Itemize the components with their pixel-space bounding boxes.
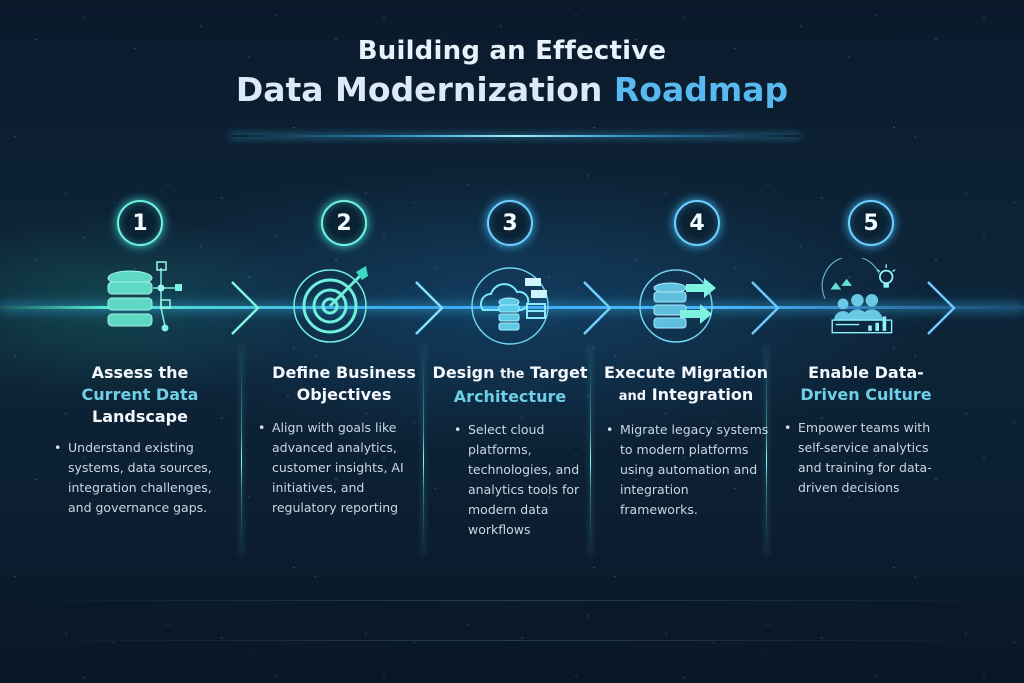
chevron-right-icon	[415, 281, 444, 335]
step-number-badge: 2	[321, 200, 367, 246]
title-line-2: Data Modernization Roadmap	[0, 70, 1024, 109]
step-number-badge: 1	[117, 200, 163, 246]
step-number-badge: 3	[487, 200, 533, 246]
title-line-1: Building an Effective	[357, 36, 667, 66]
chevron-right-icon	[231, 281, 260, 335]
page-title: Building an Effective Data Modernization…	[0, 36, 1024, 109]
step-title: Define Business Objectives	[272, 363, 416, 404]
step-number-badge: 4	[674, 200, 720, 246]
database-network-icon	[107, 261, 182, 332]
team-insights-icon	[821, 258, 896, 334]
chevron-right-icon	[583, 281, 612, 335]
database-migration-icon	[639, 269, 716, 343]
step-title: Execute Migration and Integration	[603, 363, 769, 404]
step-description: Migrate legacy systems to modern platfor…	[606, 420, 770, 520]
roadmap-step-3: 3 Design the Target Architecture Select …	[420, 0, 600, 683]
title-main: Data Modernization	[235, 70, 603, 109]
target-arrow-icon	[293, 266, 368, 343]
title-accent: Roadmap	[613, 70, 789, 109]
roadmap-step-2: 2 Define Business Objectives Align with …	[254, 0, 434, 683]
roadmap-step-4: 4 Execute Migration and Integration Migr…	[596, 0, 776, 683]
title-underline	[230, 135, 800, 137]
roadmap-step-5: 5 Enable Data- Driven Culture Empower te…	[776, 0, 956, 683]
step-title: Enable Data- Driven Culture	[800, 363, 932, 404]
step-description: Align with goals like advanced analytics…	[258, 418, 428, 518]
step-description: Select cloud platforms, technologies, an…	[454, 420, 594, 540]
grid-line	[0, 600, 1024, 601]
step-description: Understand existing systems, data source…	[54, 438, 224, 518]
chevron-right-icon	[927, 281, 956, 335]
step-title: Design the Target Architecture	[432, 363, 588, 406]
grid-line	[0, 640, 1024, 641]
step-title: Assess the Current Data Landscape	[81, 363, 199, 426]
roadmap-step-1: 1 Assess the Current Data Landscape Unde…	[50, 0, 230, 683]
chevron-right-icon	[751, 281, 780, 335]
step-number-badge: 5	[848, 200, 894, 246]
step-description: Empower teams with self-service analytic…	[784, 418, 946, 498]
cloud-architecture-icon	[471, 267, 549, 345]
step-divider	[241, 345, 242, 555]
